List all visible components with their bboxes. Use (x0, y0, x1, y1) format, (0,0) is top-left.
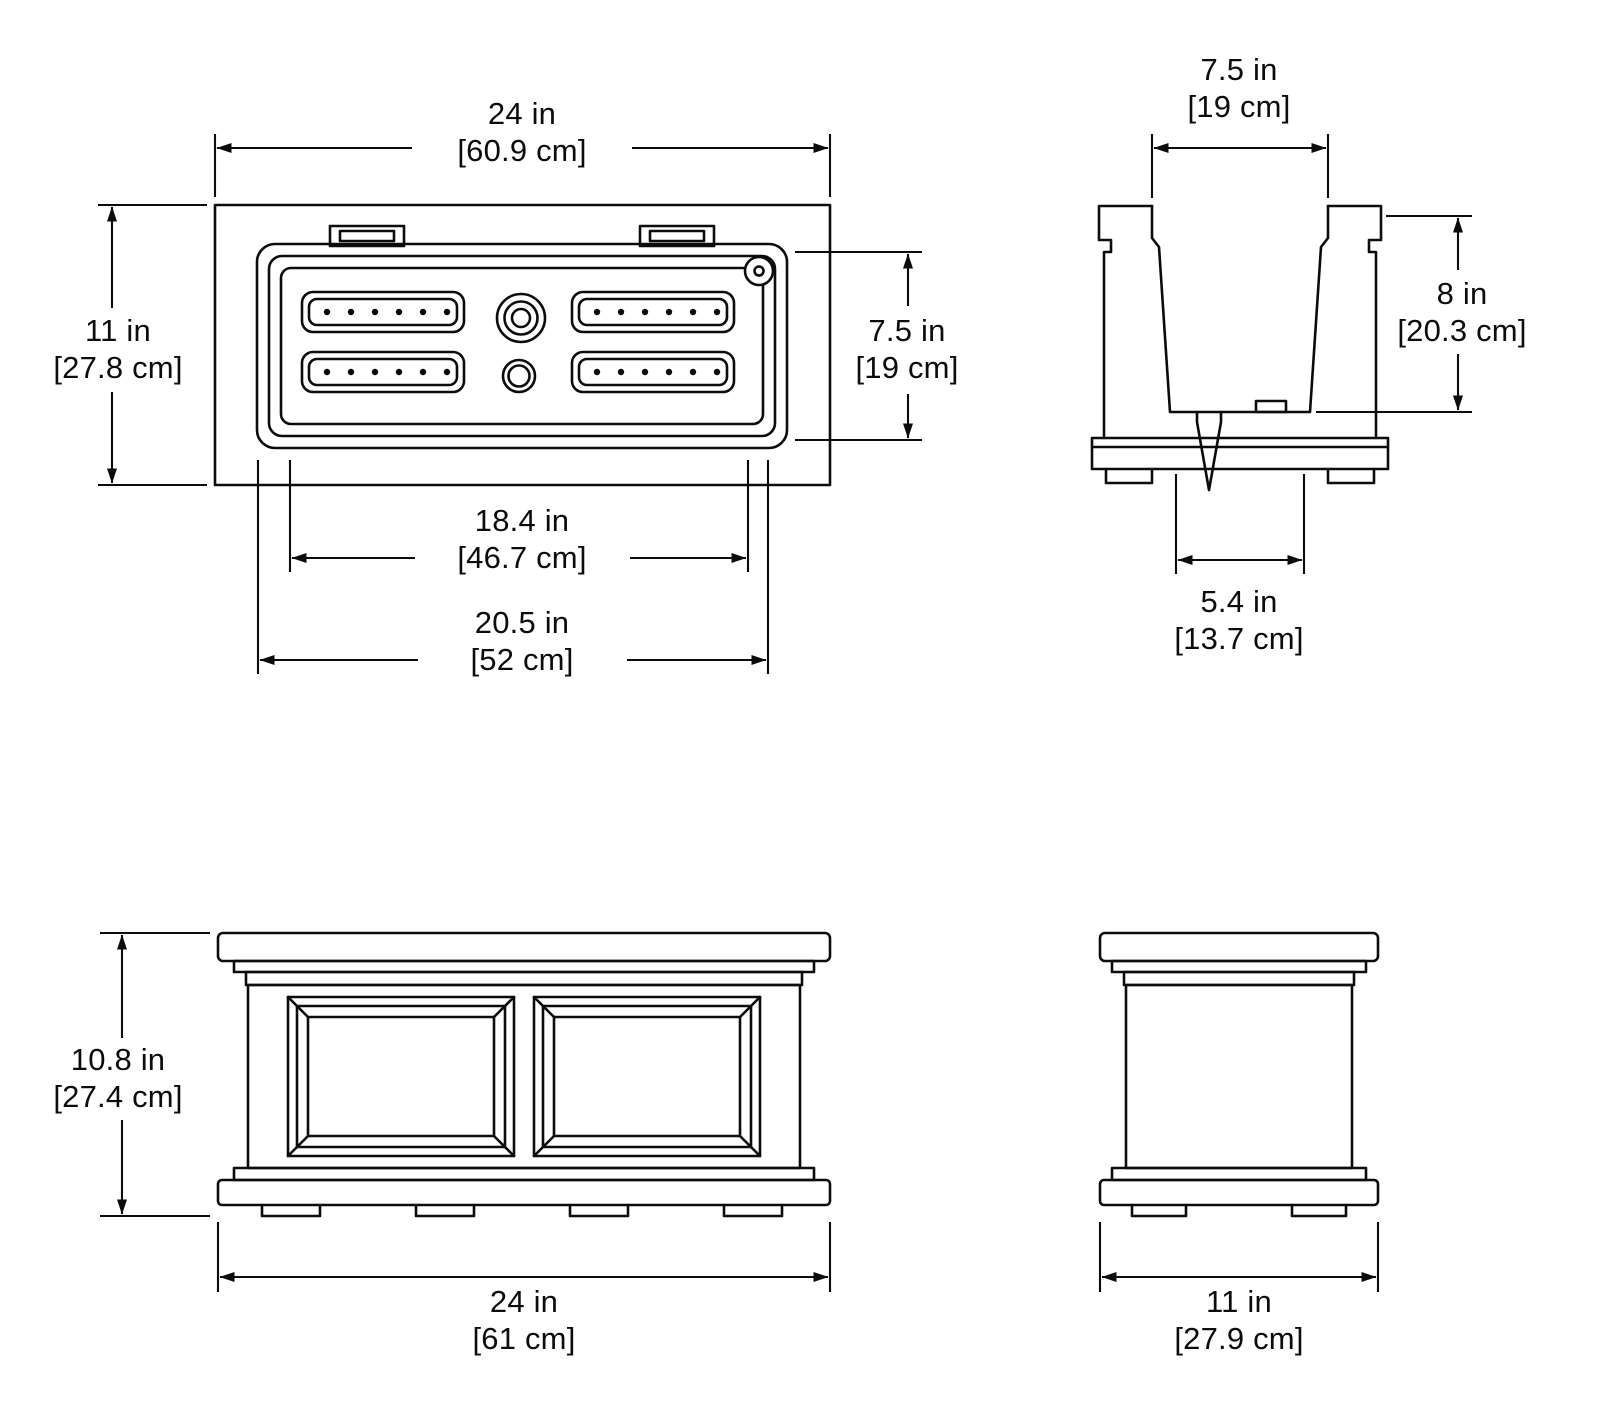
front-cornice-step2 (244, 970, 804, 987)
dim-value-cm: [27.8 cm] (53, 350, 183, 385)
lid-grille-bottom-left (300, 350, 466, 394)
side-body (1124, 983, 1354, 1170)
dim-value-cm: [27.9 cm] (1174, 1321, 1304, 1356)
dim-value-in: 24 in (489, 1284, 559, 1319)
dim-value-in: 20.5 in (474, 605, 570, 640)
dim-section-height (1316, 214, 1472, 414)
dim-value-cm: [60.9 cm] (457, 133, 587, 168)
dim-label-topview-depth: 11 in [27.8 cm] (53, 312, 182, 386)
dim-label-section-bottom-width: 5.4 in [13.7 cm] (1174, 583, 1303, 657)
dim-topview-inner-depth (795, 250, 922, 442)
dim-side-width (1098, 1222, 1380, 1292)
front-foot-2 (414, 1203, 476, 1218)
side-base (1098, 1178, 1380, 1207)
dim-section-bottom-width (1174, 474, 1306, 574)
front-panel-left (286, 995, 516, 1158)
side-top-cap (1098, 931, 1380, 963)
lid-corner-screw (743, 255, 775, 287)
section-drain-spike (1195, 410, 1223, 492)
section-floor-fitting (1254, 399, 1288, 414)
front-panel-right (532, 995, 762, 1158)
section-left-wall (1097, 204, 1154, 440)
dim-value-in: 8 in (1436, 276, 1488, 311)
dim-label-side-width: 11 in [27.9 cm] (1174, 1283, 1303, 1357)
section-foot-right (1326, 467, 1376, 485)
front-top-cap (216, 931, 832, 963)
top-view-outer-box (213, 203, 832, 487)
front-foot-4 (722, 1203, 784, 1218)
section-right-wall (1326, 204, 1383, 440)
front-cornice-step1 (232, 959, 816, 974)
dim-value-in: 10.8 in (70, 1042, 166, 1077)
dim-label-section-height: 8 in [20.3 cm] (1397, 275, 1526, 349)
lid-grille-top-right (570, 290, 736, 334)
dim-value-cm: [46.7 cm] (457, 540, 587, 575)
dim-value-in: 24 in (487, 96, 557, 131)
dim-topview-inner-width (288, 460, 750, 572)
dim-label-front-height: 10.8 in [27.4 cm] (53, 1041, 182, 1115)
dim-topview-lid-width (256, 460, 770, 674)
top-view-drawing (213, 203, 832, 487)
front-body (246, 983, 802, 1170)
dim-value-cm: [19 cm] (855, 350, 959, 385)
dim-front-width (216, 1222, 832, 1292)
dim-topview-width (213, 134, 832, 197)
dimension-lines (98, 134, 1472, 1292)
side-cornice-step2 (1122, 970, 1356, 987)
side-foot-right (1290, 1203, 1348, 1218)
lid-outer-edge (255, 242, 789, 450)
dim-value-cm: [52 cm] (470, 642, 574, 677)
lid-clip-left (328, 224, 406, 248)
lid-inner-edge (279, 266, 765, 426)
dim-label-front-width: 24 in [61 cm] (472, 1283, 575, 1357)
front-base (216, 1178, 832, 1207)
side-view-drawing (1098, 931, 1380, 1218)
section-inner-cavity (1150, 204, 1330, 414)
dim-value-cm: [27.4 cm] (53, 1079, 183, 1114)
lid-clip-right (638, 224, 716, 248)
dim-value-in: 7.5 in (1200, 52, 1278, 87)
lid-grille-top-left (300, 290, 466, 334)
dim-value-cm: [19 cm] (1187, 89, 1291, 124)
fill-port-upper (495, 292, 547, 344)
lid-grille-bottom-right (570, 350, 736, 394)
dim-value-in: 11 in (1206, 1284, 1272, 1319)
dim-value-cm: [13.7 cm] (1174, 621, 1304, 656)
dim-label-topview-inner-width: 18.4 in [46.7 cm] (457, 502, 586, 576)
side-base-step (1110, 1166, 1368, 1182)
fill-port-lower (501, 358, 537, 394)
side-foot-left (1130, 1203, 1188, 1218)
side-cornice-step1 (1110, 959, 1368, 974)
section-view-drawing (1090, 204, 1390, 492)
section-foot-left (1104, 467, 1154, 485)
front-base-step (232, 1166, 816, 1182)
dim-value-in: 7.5 in (868, 313, 946, 348)
front-view-drawing (216, 931, 832, 1218)
dim-value-in: 18.4 in (474, 503, 570, 538)
dim-section-opening (1150, 134, 1330, 198)
dim-label-topview-inner-depth: 7.5 in [19 cm] (855, 312, 958, 386)
front-foot-1 (260, 1203, 322, 1218)
dim-value-in: 5.4 in (1200, 584, 1278, 619)
lid-mid-edge (267, 254, 777, 438)
section-base (1090, 436, 1390, 471)
dim-value-cm: [20.3 cm] (1397, 313, 1527, 348)
dim-value-in: 11 in (85, 313, 151, 348)
dim-value-cm: [61 cm] (472, 1321, 576, 1356)
front-foot-3 (568, 1203, 630, 1218)
dim-label-section-opening: 7.5 in [19 cm] (1187, 51, 1290, 125)
dim-topview-depth (98, 203, 207, 487)
dim-label-topview-width: 24 in [60.9 cm] (457, 95, 586, 169)
dim-front-height (100, 931, 210, 1218)
dim-label-topview-lid-width: 20.5 in [52 cm] (470, 604, 573, 678)
